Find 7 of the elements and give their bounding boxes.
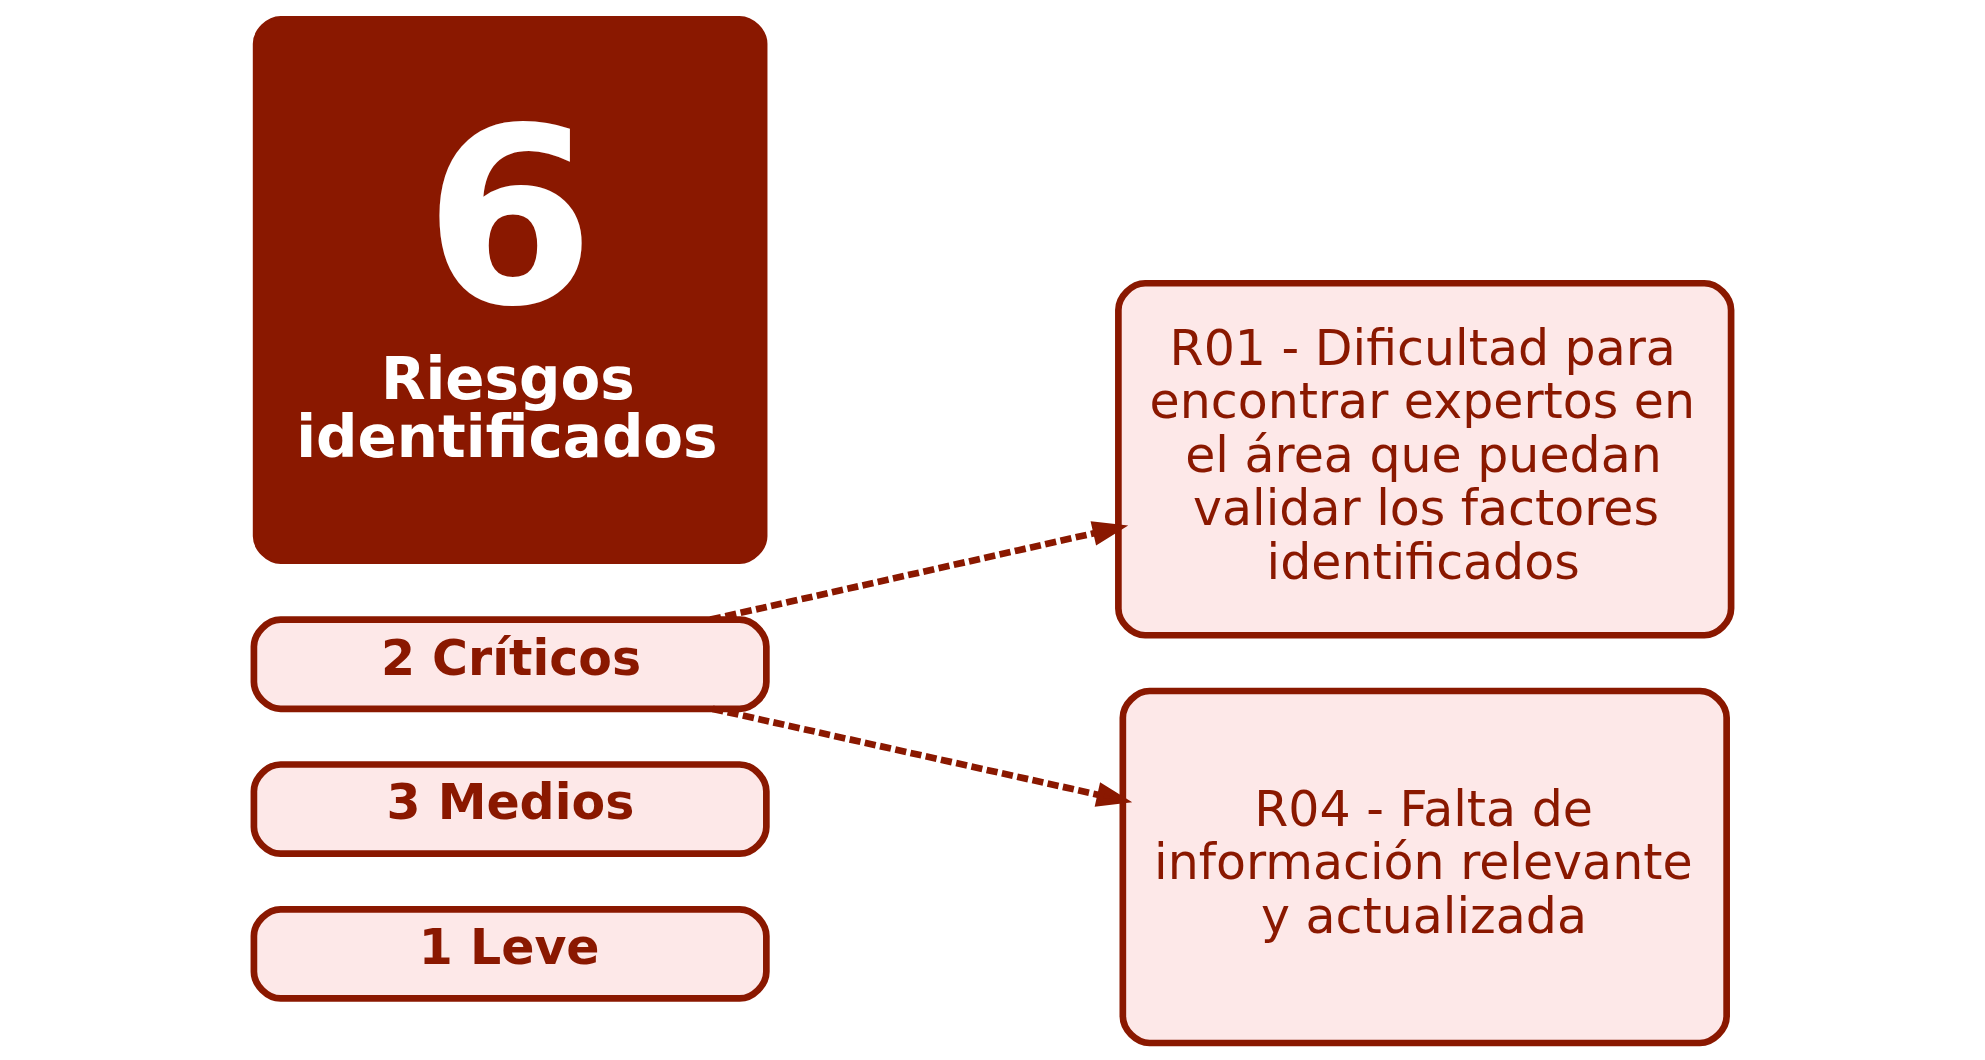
node-box: 2 Críticos — [250, 616, 770, 713]
node-box: 6 Riesgos identificados — [252, 15, 768, 564]
node-box: R04 - Falta de información relevante y actualizada — [1119, 687, 1730, 1047]
node-box: 1 Leve — [250, 906, 770, 1002]
arrow — [711, 705, 1133, 807]
node-box: 3 Medios — [250, 761, 770, 857]
node-box: R01 - Dificultad para encontrar expertos en el área que puedan validar los factores identificados — [1115, 279, 1735, 639]
